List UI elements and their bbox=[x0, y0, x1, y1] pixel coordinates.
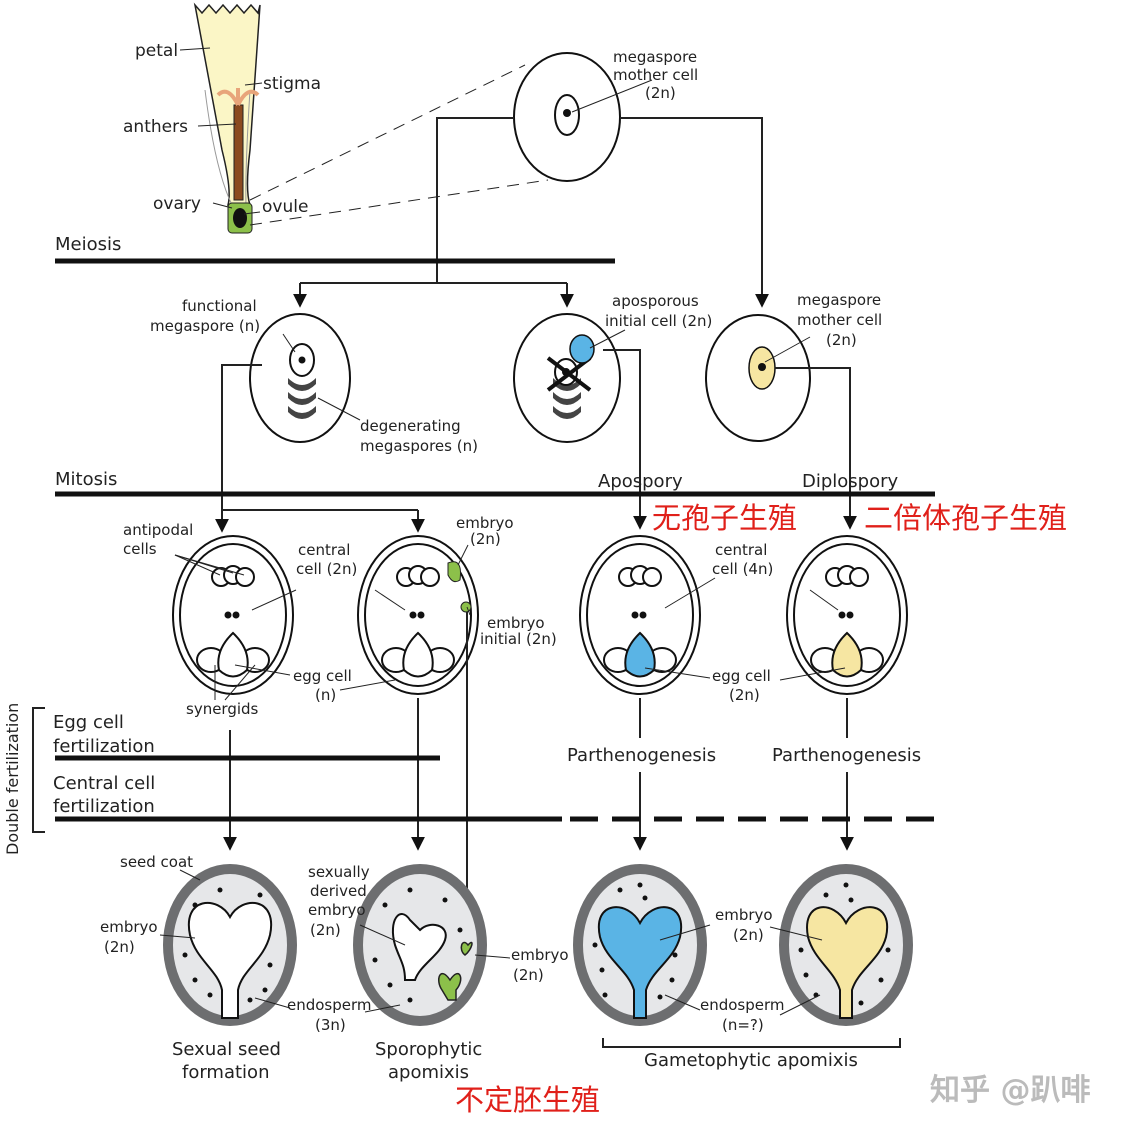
label-seed-coat: seed coat bbox=[120, 853, 193, 871]
label-central4-1: central bbox=[715, 541, 767, 559]
label-embryo-row3-2: (2n) bbox=[470, 530, 501, 548]
label-stigma: stigma bbox=[263, 74, 321, 94]
label-sexually-derived-4: (2n) bbox=[310, 921, 341, 939]
embryo-sac-sexual bbox=[172, 535, 294, 695]
stigma-shape bbox=[216, 88, 260, 106]
label-egg2n-2: (2n) bbox=[729, 686, 760, 704]
double-fertilization-bracket bbox=[32, 707, 45, 833]
label-embryo-initial-2: initial (2n) bbox=[480, 630, 557, 648]
label-sporophytic-2: apomixis bbox=[388, 1062, 469, 1083]
aposporous-initial-cell bbox=[569, 334, 595, 364]
label-adv-embryo-2: (2n) bbox=[513, 966, 544, 984]
label-antipodal-1: antipodal bbox=[123, 521, 193, 539]
cn-label-diplospory: 二倍体孢子生殖 bbox=[864, 501, 1067, 535]
degenerating-megaspores bbox=[288, 378, 316, 419]
label-mmc-1: megaspore bbox=[613, 48, 697, 66]
seed-diplospory bbox=[779, 864, 913, 1026]
label-sporophytic-1: Sporophytic bbox=[375, 1039, 482, 1060]
zoom-dash-lower bbox=[249, 179, 549, 226]
label-gametophytic-apomixis: Gametophytic apomixis bbox=[644, 1050, 858, 1071]
label-sexually-derived-1: sexually bbox=[308, 863, 370, 881]
label-sexual-seed-2: formation bbox=[182, 1062, 269, 1083]
label-mmc-3: (2n) bbox=[645, 84, 676, 102]
label-antipodal-2: cells bbox=[123, 540, 157, 558]
label-central4-2: cell (4n) bbox=[712, 560, 773, 578]
label-anthers: anthers bbox=[123, 117, 188, 137]
label-synergids: synergids bbox=[186, 700, 259, 718]
megaspore-mother-cell-top: megaspore mother cell (2n) bbox=[513, 48, 698, 182]
label-adv-embryo-1: embryo bbox=[511, 946, 569, 964]
functional-megaspore-cell: functional megaspore (n) degenerating me… bbox=[150, 297, 478, 455]
label-egg-fert-1: Egg cell bbox=[53, 712, 124, 733]
label-gam-endosperm-1: endosperm bbox=[700, 996, 785, 1014]
seed-apospory bbox=[573, 864, 707, 1026]
label-mmc-2: mother cell bbox=[613, 66, 698, 84]
label-gam-endosperm-2: (n=?) bbox=[722, 1016, 764, 1034]
label-endosperm-2: (3n) bbox=[315, 1016, 346, 1034]
label-apospory: Apospory bbox=[598, 471, 683, 492]
label-mitosis: Mitosis bbox=[55, 469, 117, 490]
label-central-2: cell (2n) bbox=[296, 560, 357, 578]
label-sexually-derived-2: derived bbox=[310, 882, 367, 900]
label-sexually-derived-3: embryo bbox=[308, 901, 366, 919]
label-ovary: ovary bbox=[153, 194, 201, 214]
label-endosperm-1: endosperm bbox=[287, 996, 372, 1014]
label-parthenogenesis-1: Parthenogenesis bbox=[567, 745, 716, 766]
label-diplospory: Diplospory bbox=[802, 471, 899, 492]
label-sexual-seed-1: Sexual seed bbox=[172, 1039, 281, 1060]
label-petal: petal bbox=[135, 41, 178, 61]
gametophytic-bracket bbox=[602, 1038, 901, 1048]
label-embryo-sexual-1: embryo bbox=[100, 918, 158, 936]
row4-leaders bbox=[159, 869, 823, 1016]
label-degenerating-2: megaspores (n) bbox=[360, 437, 478, 455]
label-central-1: central bbox=[298, 541, 350, 559]
label-gam-embryo-1: embryo bbox=[715, 906, 773, 924]
label-central-fert-2: fertilization bbox=[53, 796, 155, 817]
cn-label-apospory: 无孢子生殖 bbox=[652, 501, 797, 535]
label-aposporous-1: aposporous bbox=[612, 292, 699, 310]
embryo-sac-apospory bbox=[579, 535, 701, 695]
label-central-fert-1: Central cell bbox=[53, 773, 155, 794]
label-mmc2-1: megaspore bbox=[797, 291, 881, 309]
label-double-fertilization: Double fertilization bbox=[3, 703, 22, 855]
cn-label-adventitious: 不定胚生殖 bbox=[455, 1083, 600, 1117]
label-egg-2: (n) bbox=[315, 686, 336, 704]
anthers-shape bbox=[233, 104, 244, 201]
embryo-sac-diplospory bbox=[786, 535, 908, 695]
label-ovule: ovule bbox=[262, 197, 308, 217]
label-degenerating-1: degenerating bbox=[360, 417, 461, 435]
label-egg-fert-2: fertilization bbox=[53, 736, 155, 757]
label-embryo-initial-1: embryo bbox=[487, 614, 545, 632]
label-gam-embryo-2: (2n) bbox=[733, 926, 764, 944]
watermark: 知乎 @趴啡 bbox=[930, 1073, 1090, 1108]
label-egg2n-1: egg cell bbox=[712, 667, 771, 685]
row3-leaders bbox=[174, 544, 846, 701]
aposporous-cell: aposporous initial cell (2n) bbox=[513, 292, 712, 443]
seed-sporophytic bbox=[353, 864, 487, 1026]
seed-sexual bbox=[163, 864, 297, 1026]
label-meiosis: Meiosis bbox=[55, 234, 121, 255]
label-embryo-row3-1: embryo bbox=[456, 514, 514, 532]
zoom-dash-upper bbox=[249, 64, 526, 201]
flower-illustration: petal stigma anthers ovary ovule bbox=[123, 2, 321, 234]
label-mmc2-2: mother cell bbox=[797, 311, 882, 329]
label-functional-2: megaspore (n) bbox=[150, 317, 260, 335]
ovule-shape bbox=[233, 208, 247, 228]
label-aposporous-2: initial cell (2n) bbox=[605, 312, 712, 330]
adventitious-embryo bbox=[438, 973, 462, 1001]
label-egg-1: egg cell bbox=[293, 667, 352, 685]
label-parthenogenesis-2: Parthenogenesis bbox=[772, 745, 921, 766]
label-mmc2-3: (2n) bbox=[826, 331, 857, 349]
embryo-sac-sporophytic bbox=[357, 535, 479, 695]
label-embryo-sexual-2: (2n) bbox=[104, 938, 135, 956]
label-functional-1: functional bbox=[182, 297, 257, 315]
diplosporous-mmc-cell: megaspore mother cell (2n) bbox=[705, 291, 882, 442]
